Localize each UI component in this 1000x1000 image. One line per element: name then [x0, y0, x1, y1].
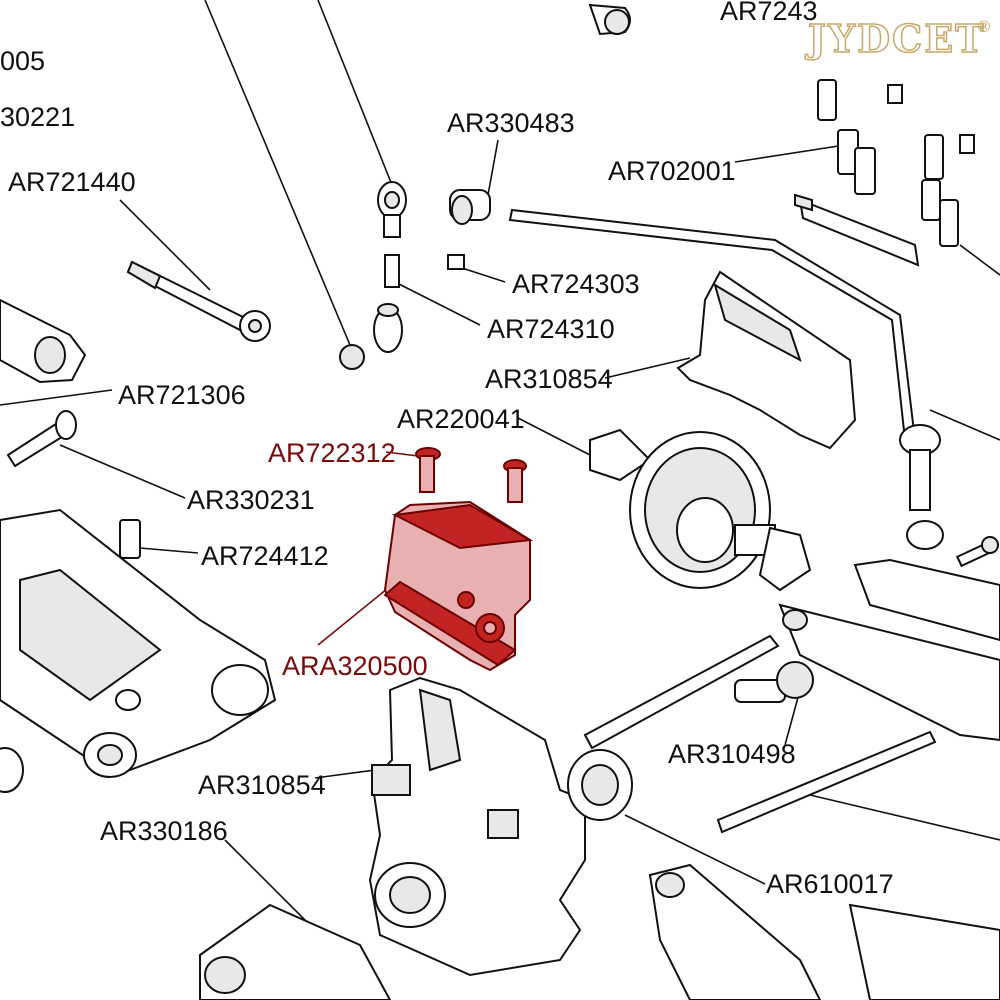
label-ar220041: AR220041 [397, 404, 525, 434]
pivot-ball [447, 189, 491, 270]
label-ar330483: AR330483 [447, 108, 575, 138]
upper-left-arm [0, 298, 87, 384]
brand-logo-text: JYDCET [805, 16, 986, 61]
screw-cluster [794, 79, 975, 267]
lower-left-arm [199, 903, 392, 1000]
left-suspension-arm [0, 508, 277, 793]
label-005-partial: 005 [0, 46, 45, 76]
pinion-gear [734, 661, 814, 703]
long-hinge-pin [126, 260, 271, 342]
label-ar721306: AR721306 [118, 380, 246, 410]
label-ara320500: ARA320500 [282, 651, 428, 681]
label-30221-partial: 30221 [0, 102, 75, 132]
label-ar724303: AR724303 [512, 269, 640, 299]
brand-logo: JYDCET ® [804, 15, 992, 62]
upper-shaft [583, 634, 780, 750]
label-ar702001: AR702001 [608, 156, 736, 186]
lower-bulkhead [368, 676, 586, 977]
label-ar7243-partial: AR7243 [720, 0, 818, 26]
registered-mark: ® [976, 17, 992, 36]
label-ar310854-bottom: AR310854 [198, 770, 326, 800]
label-ar721440: AR721440 [8, 167, 136, 197]
bearing [567, 749, 633, 821]
hinge-pin-short [6, 410, 77, 468]
lower-right-arm [648, 863, 1000, 1000]
label-ar330186: AR330186 [100, 816, 228, 846]
label-ar310854-top: AR310854 [485, 364, 613, 394]
diff-cover-inner [713, 282, 802, 363]
label-ar722312: AR722312 [268, 438, 396, 468]
long-pin-lower [716, 730, 937, 834]
label-ar724412: AR724412 [201, 541, 329, 571]
highlight-screws [415, 447, 527, 503]
label-ar330231: AR330231 [187, 485, 315, 515]
label-ar610017: AR610017 [766, 869, 894, 899]
spacer [119, 519, 141, 559]
highlight-diff-mount [383, 500, 534, 672]
rod-end-screw [604, 9, 630, 35]
ball-cup-assembly [339, 181, 407, 370]
label-ar310498: AR310498 [668, 739, 796, 769]
right-steering-arm [778, 558, 1000, 742]
diff-cover [676, 270, 857, 450]
small-screw-right [955, 536, 999, 568]
label-ar724310: AR724310 [487, 314, 615, 344]
sway-bar-link [899, 424, 944, 550]
differential [589, 428, 812, 592]
